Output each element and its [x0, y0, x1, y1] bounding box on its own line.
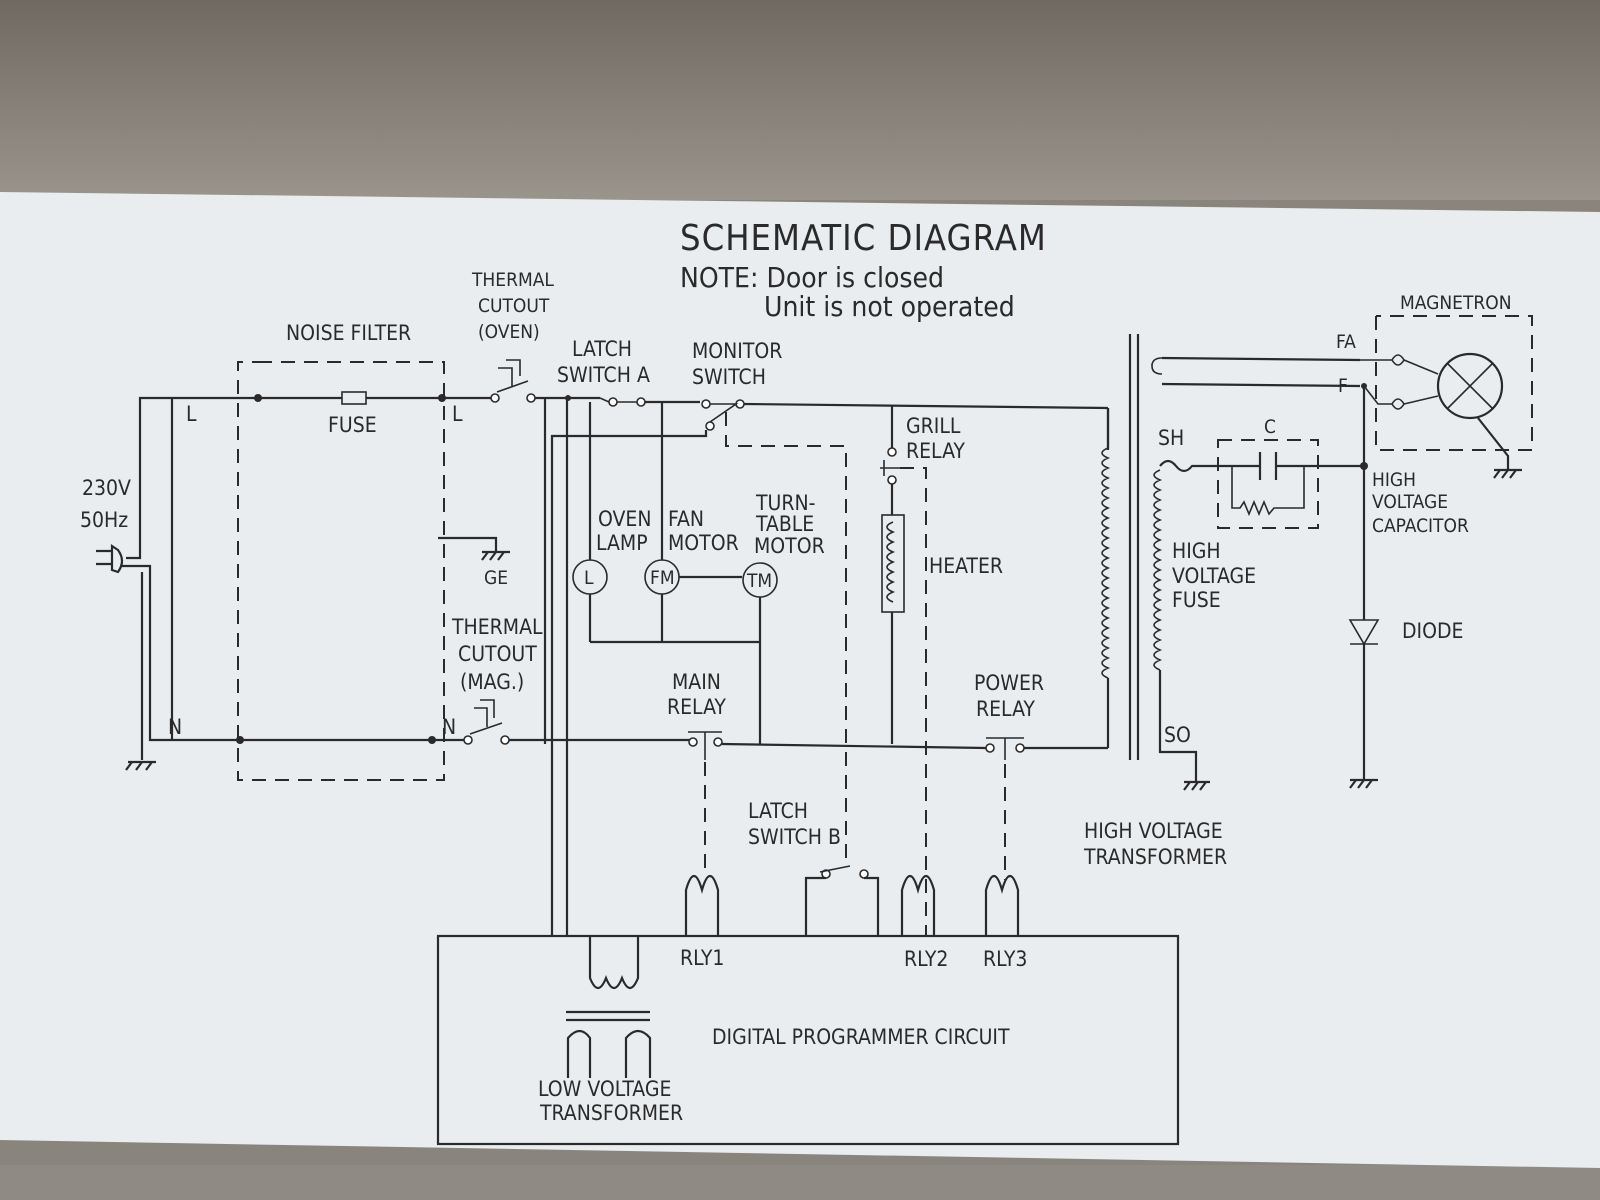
noise-filter-label: NOISE FILTER — [286, 321, 411, 345]
svg-text:RELAY: RELAY — [667, 695, 726, 719]
thermal-cutout-mag: THERMAL CUTOUT (MAG.) — [451, 615, 690, 745]
svg-text:SWITCH: SWITCH — [692, 365, 766, 389]
diode: DIODE — [1348, 386, 1463, 789]
svg-text:MONITOR: MONITOR — [692, 339, 782, 363]
rly3-label: RLY3 — [983, 947, 1027, 971]
fan-motor: FAN MOTOR FM — [644, 402, 742, 642]
neutral-label-right: N — [442, 715, 456, 739]
lamp-symbol: L — [584, 567, 594, 589]
live-label-left: L — [186, 402, 197, 426]
monitor-switch: MONITOR SWITCH — [550, 339, 1109, 932]
svg-text:MAIN: MAIN — [672, 670, 721, 694]
diode-label: DIODE — [1402, 619, 1463, 643]
high-voltage-fuse-label-2: VOLTAGE — [1172, 564, 1256, 588]
high-voltage-capacitor: C HIGH VOLTAGE CAPACITOR — [1212, 416, 1469, 537]
svg-text:OVEN: OVEN — [598, 507, 651, 531]
supply-frequency-label: 50Hz — [80, 508, 128, 532]
svg-text:TURN-: TURN- — [755, 491, 815, 515]
svg-text:THERMAL: THERMAL — [471, 269, 554, 291]
svg-text:(OVEN): (OVEN) — [478, 321, 540, 343]
svg-text:MOTOR: MOTOR — [668, 531, 739, 555]
low-voltage-transformer-label-1: LOW VOLTAGE — [538, 1077, 671, 1101]
svg-text:FAN: FAN — [668, 507, 704, 531]
neutral-label-left: N — [168, 715, 182, 739]
fa-label: FA — [1336, 331, 1356, 353]
mains-plug: 230V 50Hz — [80, 396, 172, 771]
rly2-label: RLY2 — [904, 947, 948, 971]
paper-sheet — [0, 192, 1600, 1168]
live-label-right: L — [452, 402, 463, 426]
latch-switch-a: LATCH SWITCH A — [557, 337, 700, 407]
fuse-symbol — [341, 391, 367, 405]
magnetron-label: MAGNETRON — [1400, 292, 1512, 314]
heater-label: HEATER — [929, 554, 1003, 578]
svg-text:CUTOUT: CUTOUT — [478, 295, 550, 317]
svg-text:CUTOUT: CUTOUT — [458, 642, 537, 666]
grill-relay: GRILL RELAY — [880, 406, 965, 935]
power-relay: POWER RELAY — [974, 671, 1108, 880]
svg-text:POWER: POWER — [974, 671, 1044, 695]
ge-label: GE — [484, 567, 508, 589]
svg-text:SWITCH A: SWITCH A — [557, 363, 650, 387]
magnetron: MAGNETRON FA F — [1336, 292, 1533, 479]
hv-capacitor-label-3: CAPACITOR — [1372, 515, 1469, 537]
fan-symbol: FM — [650, 567, 675, 589]
turntable-motor: TURN- TABLE MOTOR TM — [590, 491, 825, 744]
rly1-label: RLY1 — [680, 946, 724, 970]
c-label: C — [1264, 416, 1276, 438]
heater: HEATER — [881, 514, 1003, 744]
svg-text:LAMP: LAMP — [596, 531, 648, 555]
sh-label: SH — [1158, 426, 1184, 450]
so-label: SO — [1164, 723, 1191, 747]
oven-lamp: OVEN LAMP L — [572, 402, 651, 642]
high-voltage-transformer-label-1: HIGH VOLTAGE — [1084, 819, 1223, 843]
fuse-label: FUSE — [328, 413, 377, 437]
svg-text:LATCH: LATCH — [572, 337, 632, 361]
thermal-cutout-oven: THERMAL CUTOUT (OVEN) — [471, 269, 600, 403]
svg-text:SWITCH B: SWITCH B — [748, 825, 841, 849]
main-relay: MAIN RELAY — [667, 670, 987, 875]
supply-voltage-label: 230V — [82, 476, 131, 500]
digital-programmer-label: DIGITAL PROGRAMMER CIRCUIT — [712, 1025, 1010, 1049]
noise-filter: NOISE FILTER FUSE L L N N GE — [168, 321, 510, 781]
low-voltage-transformer-label-2: TRANSFORMER — [539, 1101, 683, 1125]
digital-programmer-circuit: DIGITAL PROGRAMMER CIRCUIT LOW VOLTAGE T… — [436, 932, 1180, 1146]
svg-text:RELAY: RELAY — [976, 697, 1035, 721]
note-line-2: Unit is not operated — [764, 290, 1015, 323]
svg-text:(MAG.): (MAG.) — [460, 670, 524, 694]
relay-coils: RLY1 RLY2 RLY3 — [680, 874, 1027, 971]
svg-text:RELAY: RELAY — [906, 439, 965, 463]
high-voltage-fuse-label-3: FUSE — [1172, 588, 1221, 612]
hv-capacitor-label-1: HIGH — [1372, 469, 1416, 491]
svg-text:MOTOR: MOTOR — [754, 534, 825, 558]
background-top — [0, 0, 1600, 200]
background-bottom — [0, 1165, 1600, 1200]
hv-capacitor-label-2: VOLTAGE — [1372, 491, 1448, 513]
svg-text:GRILL: GRILL — [906, 414, 961, 438]
high-voltage-transformer-label-2: TRANSFORMER — [1083, 845, 1227, 869]
latch-switch-b: LATCH SWITCH B — [748, 799, 880, 936]
f-label: F — [1338, 375, 1348, 397]
diagram-title: SCHEMATIC DIAGRAM — [680, 218, 1047, 259]
note-line-1: NOTE: Door is closed — [680, 261, 944, 294]
svg-text:TABLE: TABLE — [755, 512, 814, 536]
high-voltage-fuse-label-1: HIGH — [1172, 539, 1221, 563]
svg-text:THERMAL: THERMAL — [451, 615, 543, 639]
svg-text:LATCH: LATCH — [748, 799, 808, 823]
turntable-symbol: TM — [746, 570, 772, 592]
